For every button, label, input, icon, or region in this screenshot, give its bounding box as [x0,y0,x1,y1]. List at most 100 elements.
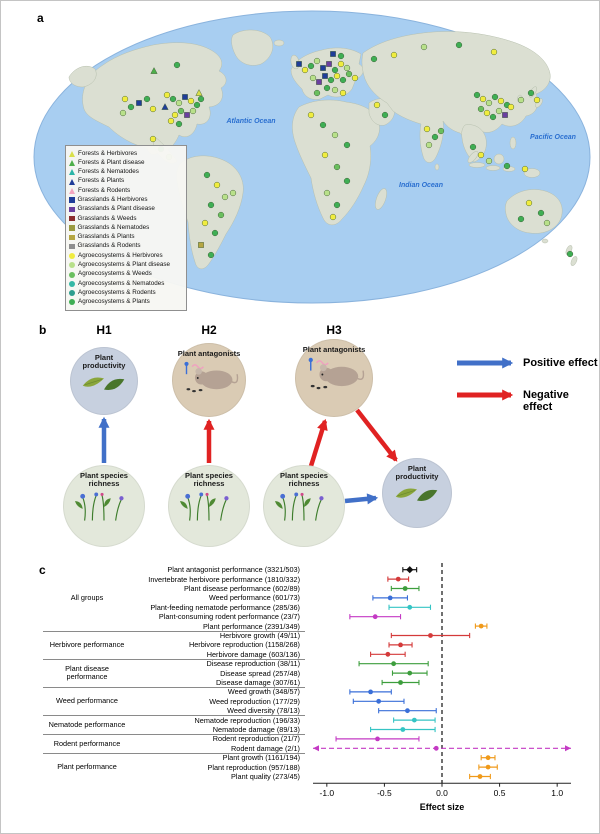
map-marker-circle [301,66,309,74]
point-estimate [368,689,373,695]
point-estimate [387,595,393,601]
map-marker-circle [490,48,498,56]
forest-group-label: Herbivore performance [49,639,125,649]
map-marker-square [322,73,328,79]
map-marker-circle [337,52,345,60]
landmass-sumatra [467,151,479,163]
map-marker-circle [420,43,428,51]
map-marker-circle [479,95,487,103]
map-marker-circle [173,61,181,69]
positive-effect-label: Positive effect [523,357,598,369]
landmass-island [485,165,501,171]
group-separator [43,659,305,660]
plants-icon [179,492,229,521]
map-marker-circle [175,120,183,128]
map-marker-circle [423,125,431,133]
map-marker-circle [373,101,381,109]
map-marker-circle [473,91,481,99]
landmass-tasmania [541,238,549,244]
point-estimate [433,745,439,751]
map-marker-circle [207,251,215,259]
map-marker-triangle [161,103,169,110]
map-marker-square [330,51,336,57]
landmass-africa [292,99,380,226]
forest-plot-panel: Plant antagonist performance (3321/503)I… [43,561,588,829]
map-legend-item: Agroecosystems & Plants [69,298,183,307]
forest-group-label: Nematode performance [48,719,126,729]
map-marker-circle [323,84,331,92]
map-legend-label: Agroecosystems & Weeds [78,270,152,278]
landmass-new-guinea [523,168,541,178]
point-estimate [391,661,397,667]
map-marker-circle [503,162,511,170]
map-legend-label: Agroecosystems & Plants [78,298,150,306]
map-marker-circle [307,111,315,119]
map-marker-circle [337,60,345,68]
forest-row-label: Plant-feeding nematode performance (285/… [150,602,300,612]
forest-group-label: Plant disease performance [65,664,109,682]
forest-row-label: Plant quality (273/45) [231,771,300,781]
point-estimate [400,727,406,732]
point-estimate [395,576,401,582]
map-marker-circle [343,141,351,149]
landmass-borneo [493,153,505,165]
x-tick-label: -0.5 [377,788,392,798]
map-marker-square [326,61,332,67]
map-legend-item: Agroecosystems & Rodents [69,288,183,297]
point-estimate [485,764,491,770]
map-marker-circle [331,86,339,94]
map-legend-item: Agroecosystems & Nematodes [69,279,183,288]
map-legend-item: Grasslands & Plants [69,233,183,242]
point-estimate [407,670,413,676]
forest-row-label: Plant growth (1161/194) [222,753,300,763]
h3-title: H3 [326,323,342,337]
map-marker-circle [333,72,341,80]
h3-productivity-label: Plant productivity [395,464,439,482]
map-marker-circle [495,107,503,115]
continents [68,29,578,270]
map-legend-item: Forests & Nematodes [69,168,183,177]
map-marker-circle [477,151,485,159]
map-marker-circle [381,111,389,119]
forest-group-label: All groups [70,592,104,602]
map-marker-circle [537,209,545,217]
forest-row-label: Weed diversity (78/13) [227,706,300,716]
map-marker-circle [213,181,221,189]
ci-truncation-arrow [565,745,571,752]
forest-row-label: Plant performance (2391/349) [203,621,300,631]
map-marker-circle [197,95,205,103]
map-marker-circle [527,89,535,97]
map-marker-circle [193,101,201,109]
map-marker-circle [425,141,433,149]
forest-group-label: Plant performance [57,762,117,772]
map-marker-circle [483,109,491,117]
map-marker-circle [201,219,209,227]
plants-icon [274,492,324,521]
point-estimate [372,614,378,620]
map-marker-circle [229,189,237,197]
map-marker-circle [177,107,185,115]
map-marker-circle [217,211,225,219]
x-axis-title: Effect size [420,802,465,812]
x-tick-label: 0.0 [436,788,448,798]
map-marker-circle [390,51,398,59]
map-marker-circle [339,76,347,84]
forest-row-label: Weed reproduction (177/29) [209,696,300,706]
map-legend-label: Forests & Rodents [78,186,131,194]
map-marker-square [182,94,188,100]
map-marker-circle [437,127,445,135]
map-marker-circle [221,193,229,201]
map-legend-item: Forests & Plants [69,177,183,186]
plants-icon [74,492,124,521]
landmass-iceland [273,39,285,47]
legend-symbol-circle-icon [69,262,75,269]
h2-antagonists-label: Plant antagonists [177,349,241,358]
h2-richness-label: Plant species richness [185,471,233,489]
point-estimate [478,623,484,629]
map-marker-square [296,61,302,67]
map-marker-circle [507,103,515,111]
point-estimate [411,717,417,723]
map-legend-item: Grasslands & Herbivores [69,195,183,204]
map-marker-triangle [195,89,203,96]
